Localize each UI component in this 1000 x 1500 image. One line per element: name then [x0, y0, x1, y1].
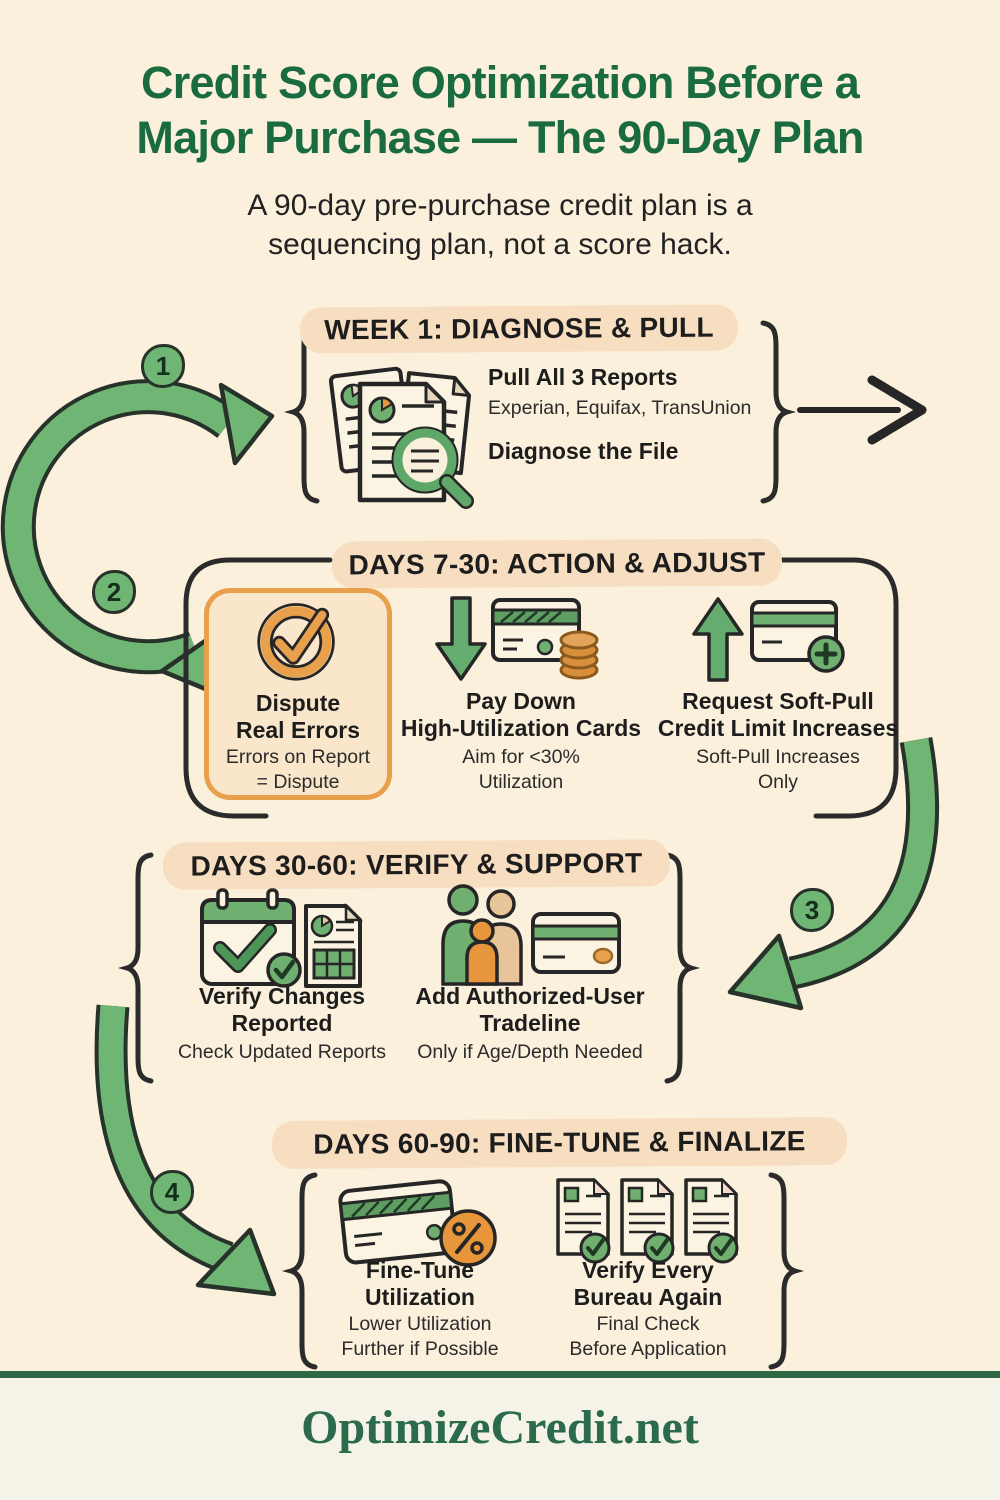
step2-title-pill: DAYS 7-30: ACTION & ADJUST	[331, 538, 783, 589]
orange-check-circle-icon	[255, 598, 339, 682]
step2-item-subtext: Soft-Pull Increases Only	[696, 746, 860, 793]
step2-item-subtext: Errors on Report = Dispute	[225, 746, 371, 793]
step2-item-heading: Dispute Real Errors	[235, 690, 360, 743]
step3-item-heading: Add Authorized-User Tradeline	[415, 983, 645, 1036]
step3-left-brace	[117, 852, 154, 1084]
step1-item-subtext: Experian, Equifax, TransUnion	[488, 397, 752, 419]
step4-left-brace	[281, 1172, 318, 1370]
step2-item-heading: Pay Down High-Utilization Cards	[400, 688, 642, 741]
step3-right-brace	[664, 852, 701, 1084]
step4-item-subtext: Lower Utilization Further if Possible	[341, 1313, 499, 1360]
step1-item-heading: Diagnose the File	[488, 438, 679, 464]
step3-item-subtext: Only if Age/Depth Needed	[417, 1041, 643, 1063]
calendar-check-report-icon	[194, 886, 369, 991]
family-credit-card-icon	[435, 884, 625, 989]
card-down-arrow-coins-icon	[431, 592, 611, 687]
step3-number-badge: 3	[790, 888, 834, 932]
dispute-card	[204, 588, 392, 800]
step4-item-heading: Fine-Tune Utilization	[365, 1257, 475, 1310]
arrow-step2-to-step3	[727, 737, 939, 1011]
step4-item-subtext: Final Check Before Application	[569, 1313, 727, 1360]
step3-title-pill: DAYS 30-60: VERIFY & SUPPORT	[162, 839, 671, 890]
step2-item-subtext: Aim for <30% Utilization	[462, 746, 580, 793]
footer-band	[0, 1378, 1000, 1500]
footer-divider	[0, 1371, 1000, 1378]
flow-arrow-right-icon	[797, 375, 927, 445]
arrow-step3-to-step4	[94, 1004, 277, 1297]
step3-item-heading: Verify Changes Reported	[198, 983, 366, 1036]
step2-number-badge: 2	[92, 570, 136, 614]
page-subtitle: A 90-day pre-purchase credit plan is a s…	[247, 189, 753, 261]
three-reports-check-icon	[556, 1176, 741, 1276]
step4-right-brace	[768, 1172, 805, 1370]
step4-number-badge: 4	[150, 1170, 194, 1214]
step1-item-heading: Pull All 3 Reports	[488, 364, 678, 390]
credit-reports-magnifier-icon	[322, 348, 482, 510]
step4-title-pill: DAYS 60-90: FINE-TUNE & FINALIZE	[271, 1116, 848, 1170]
footer-site-name: OptimizeCredit.net	[301, 1401, 699, 1454]
step1-right-brace	[760, 320, 797, 504]
card-percent-icon	[337, 1178, 502, 1273]
card-up-arrow-plus-icon	[688, 592, 868, 687]
step1-title-pill: WEEK 1: DIAGNOSE & PULL	[299, 304, 739, 354]
step4-item-heading: Verify Every Bureau Again	[573, 1257, 723, 1310]
step3-item-subtext: Check Updated Reports	[177, 1041, 387, 1063]
step1-number-badge: 1	[141, 344, 185, 388]
step2-item-heading: Request Soft-Pull Credit Limit Increases	[657, 688, 899, 741]
page-title: Credit Score Optimization Before a Major…	[136, 57, 864, 163]
step2-frame	[183, 557, 899, 819]
